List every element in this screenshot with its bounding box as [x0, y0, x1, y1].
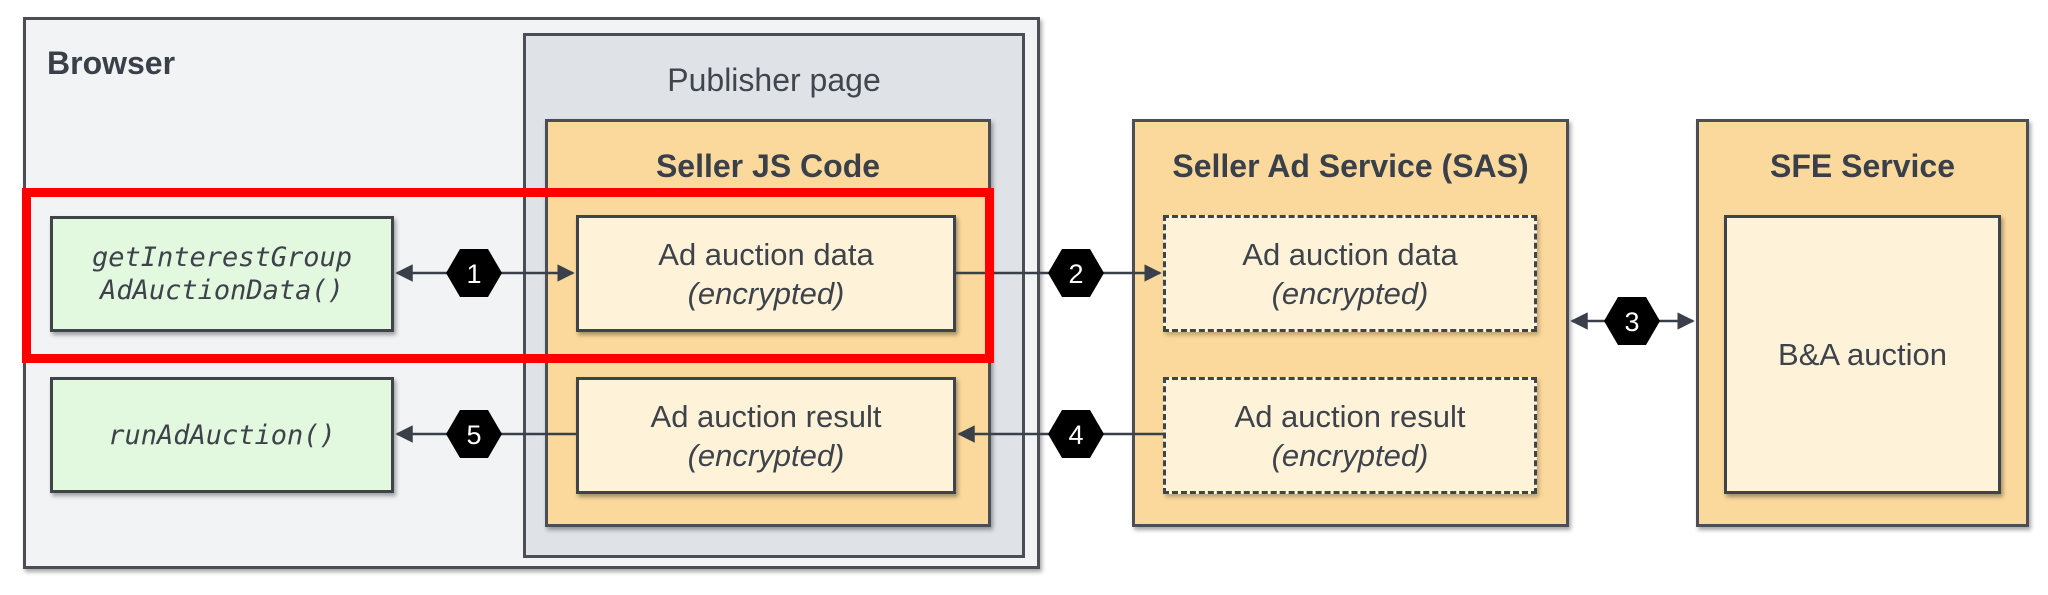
seller-ad-service-title: Seller Ad Service (SAS): [1172, 148, 1529, 184]
step-badges: 1 2 3 4 5: [446, 249, 1660, 458]
run-ad-auction-box: runAdAuction(): [50, 377, 394, 493]
sas-ad-auction-data-box: Ad auction data (encrypted): [1163, 215, 1537, 332]
encrypted-label: (encrypted): [687, 437, 845, 473]
sas-ad-auction-result-box: Ad auction result (encrypted): [1163, 377, 1537, 494]
sfe-service-title: SFE Service: [1770, 148, 1955, 184]
api-call-label-line2: AdAuctionData(): [100, 275, 344, 306]
encrypted-label: (encrypted): [1271, 437, 1429, 473]
step-number-3: 3: [1624, 307, 1639, 337]
seller-js-ad-auction-data-box: Ad auction data (encrypted): [576, 215, 956, 332]
step-number-5: 5: [466, 420, 481, 450]
seller-js-code-title: Seller JS Code: [655, 148, 881, 184]
ad-auction-result-label: Ad auction result: [650, 398, 882, 434]
api-call-label: runAdAuction(): [108, 419, 336, 451]
encrypted-label: (encrypted): [1271, 275, 1429, 311]
step-number-1: 1: [466, 259, 481, 289]
highlight-box: [22, 188, 994, 363]
encrypted-label: (encrypted): [687, 275, 845, 311]
step-number-4: 4: [1068, 420, 1083, 450]
step-badge-4: 4: [1048, 410, 1104, 458]
step-badge-5: 5: [446, 410, 502, 458]
seller-js-ad-auction-result-box: Ad auction result (encrypted): [576, 377, 956, 494]
ba-auction-label: B&A auction: [1778, 337, 1947, 372]
publisher-page-title: Publisher page: [667, 62, 881, 98]
ba-auction-box: B&A auction: [1724, 215, 2001, 494]
step-number-2: 2: [1068, 259, 1083, 289]
step-badge-2: 2: [1048, 249, 1104, 297]
step-badge-1: 1: [446, 249, 502, 297]
api-call-label-line1: getInterestGroup: [91, 242, 353, 273]
step-badge-3: 3: [1604, 297, 1660, 345]
get-interest-group-ad-auction-data-box: getInterestGroup AdAuctionData(): [50, 216, 394, 332]
browser-title: Browser: [47, 45, 176, 81]
ad-auction-data-label: Ad auction data: [658, 236, 874, 272]
ad-auction-result-label: Ad auction result: [1234, 398, 1466, 434]
ad-auction-data-label: Ad auction data: [1242, 236, 1458, 272]
